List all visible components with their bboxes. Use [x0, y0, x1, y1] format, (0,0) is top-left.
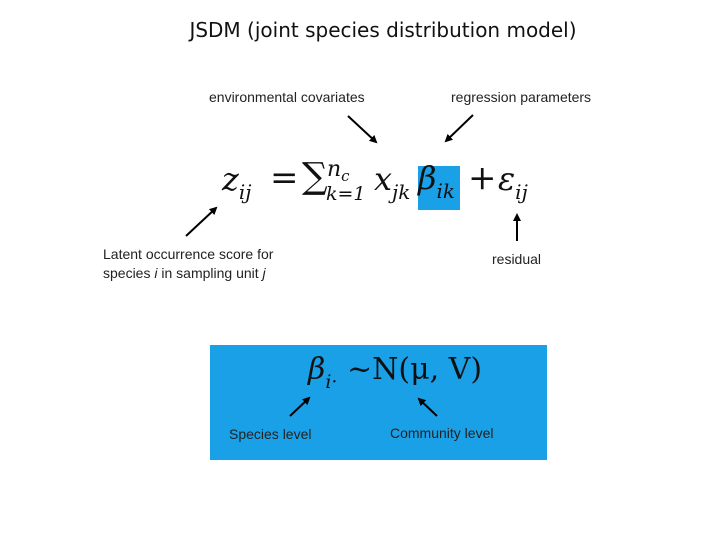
- epsilon-letter: ε: [498, 160, 516, 198]
- n-symbol: n: [327, 157, 342, 182]
- regression-parameters-label: regression parameters: [451, 89, 592, 105]
- community-level-label: Community level: [390, 425, 494, 441]
- latent-score-label-line2: species i in sampling unit j: [103, 265, 266, 281]
- z-symbol: z: [222, 160, 239, 198]
- latent-text-b: in sampling unit: [157, 265, 263, 281]
- c-subscript: c: [341, 167, 350, 185]
- residual-label: residual: [492, 251, 542, 267]
- community-level-arrow: [417, 397, 438, 417]
- latent-score-label-line1: Latent occurrence score for: [103, 246, 274, 262]
- equals-sign: =: [270, 158, 299, 198]
- covariate-symbol: xjk: [374, 160, 410, 204]
- latent-score-arrow: [185, 206, 218, 237]
- beta-prior-symbol: βi·: [308, 352, 337, 393]
- species-level-label: Species level: [229, 426, 312, 442]
- x-symbol: x: [374, 160, 393, 198]
- env-covariates-arrow: [347, 115, 378, 144]
- beta-subscript: ik: [436, 179, 456, 203]
- latent-score-symbol: zij: [222, 160, 251, 204]
- latent-text-j: j: [262, 265, 266, 281]
- summation-lower-limit: k=1: [326, 183, 366, 205]
- beta-prior-subscript: i·: [325, 371, 338, 393]
- summation-upper-limit: nc: [327, 157, 350, 185]
- latent-text-a: species: [103, 265, 155, 281]
- beta-prior-letter: β: [308, 352, 326, 387]
- environmental-covariates-label: environmental covariates: [209, 89, 365, 105]
- prior-distribution: ~N(μ, V): [347, 352, 483, 387]
- regression-parameters-arrow: [444, 114, 474, 143]
- hierarchical-model-box: [210, 345, 547, 460]
- beta-letter: β: [418, 159, 437, 197]
- latent-text-i: i: [154, 265, 158, 281]
- summation-symbol: ∑: [302, 156, 328, 197]
- species-level-arrow: [289, 396, 311, 417]
- plus-sign: +: [468, 158, 497, 198]
- epsilon-subscript: ij: [515, 180, 528, 204]
- z-subscript: ij: [238, 180, 252, 204]
- residual-symbol: εij: [498, 160, 528, 204]
- beta-symbol: βik: [418, 159, 455, 203]
- diagram-title: JSDM (joint species distribution model): [189, 18, 577, 42]
- x-subscript: jk: [392, 180, 411, 204]
- beta-highlight: [418, 166, 460, 210]
